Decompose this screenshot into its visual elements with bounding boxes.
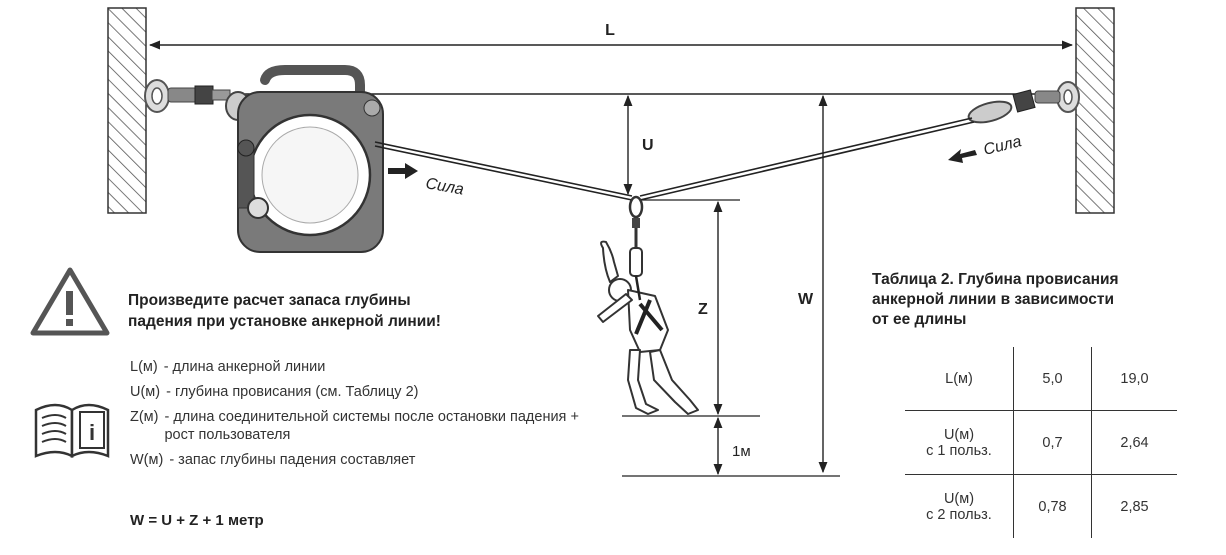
legend-item-W: W(м) - запас глубины падения составляет	[130, 451, 600, 469]
legend-text: - длина анкерной линии	[163, 359, 326, 375]
anchor-device	[237, 65, 384, 253]
table-row: L(м) 5,0 19,0	[905, 347, 1177, 411]
table-row: U(м) с 1 польз. 0,7 2,64	[905, 410, 1177, 475]
label-1m: 1м	[732, 443, 751, 460]
force-label-left: Сила	[424, 175, 465, 198]
legend-text: - глубина провисания (см. Таблицу 2)	[166, 384, 419, 400]
legend-item-U: U(м) - глубина провисания (см. Таблицу 2…	[130, 383, 600, 401]
force-arrow-left	[388, 163, 418, 179]
worker-figure	[597, 240, 699, 415]
force-label-right: Сила	[982, 133, 1023, 159]
legend-item-Z: Z(м) - длина соединительной системы посл…	[130, 408, 600, 444]
table-header-cell: L(м)	[905, 347, 1014, 411]
table-title-line-1: Таблица 2. Глубина провисания	[872, 271, 1119, 288]
table-header-cell: U(м) с 1 польз.	[905, 410, 1014, 475]
legend-symbol: U(м)	[130, 384, 161, 400]
carabiner	[628, 195, 644, 277]
legend-text: - запас глубины падения составляет	[169, 452, 416, 468]
row-header: L(м)	[945, 370, 973, 387]
label-U: U	[642, 137, 654, 154]
svg-text:i: i	[89, 420, 95, 445]
table-cell: 5,0	[1013, 347, 1092, 411]
table-cell: 2,85	[1091, 474, 1177, 538]
legend-text: - длина соединительной системы после ост…	[164, 409, 579, 443]
warning-line-2: падения при установке анкерной линии!	[128, 313, 441, 330]
legend-symbol: Z(м)	[130, 409, 159, 425]
anchor-line-sag	[374, 117, 975, 201]
warning-text: Произведите расчет запаса глубины падени…	[128, 290, 558, 332]
right-anchor	[967, 81, 1080, 124]
row-header-sub: с 2 польз.	[926, 506, 992, 523]
label-L: L	[605, 22, 615, 39]
right-wall	[1075, 7, 1115, 214]
row-header: U(м)	[943, 426, 975, 443]
legend-item-L: L(м) - длина анкерной линии	[130, 358, 600, 376]
table-cell: 19,0	[1091, 347, 1177, 411]
table-cell: 0,7	[1013, 410, 1092, 475]
sag-depth-table: L(м) 5,0 19,0 U(м) с 1 польз. 0,7 2,64 U…	[905, 347, 1177, 538]
legend-symbol: L(м)	[130, 359, 158, 375]
warning-line-1: Произведите расчет запаса глубины	[128, 292, 411, 309]
legend-symbol: W(м)	[130, 452, 164, 468]
warning-icon	[30, 267, 110, 336]
label-Z: Z	[698, 301, 708, 318]
label-W: W	[798, 291, 814, 308]
legend: L(м) - длина анкерной линии U(м) - глуби…	[130, 358, 600, 476]
table-title-line-3: от ее длины	[872, 311, 967, 328]
table-header-cell: U(м) с 2 польз.	[905, 474, 1014, 538]
row-header-sub: с 1 польз.	[926, 442, 992, 459]
left-anchor	[144, 79, 251, 121]
table-title-line-2: анкерной линии в зависимости	[872, 291, 1115, 308]
table-title: Таблица 2. Глубина провисания анкерной л…	[872, 270, 1222, 330]
manual-info-icon: i	[34, 403, 110, 459]
formula: W = U + Z + 1 метр	[130, 512, 264, 529]
row-header: U(м)	[943, 490, 975, 507]
table-cell: 0,78	[1013, 474, 1092, 538]
force-arrow-right	[948, 149, 977, 163]
table-cell: 2,64	[1091, 410, 1177, 475]
left-wall	[107, 7, 147, 214]
table-row: U(м) с 2 польз. 0,78 2,85	[905, 474, 1177, 538]
